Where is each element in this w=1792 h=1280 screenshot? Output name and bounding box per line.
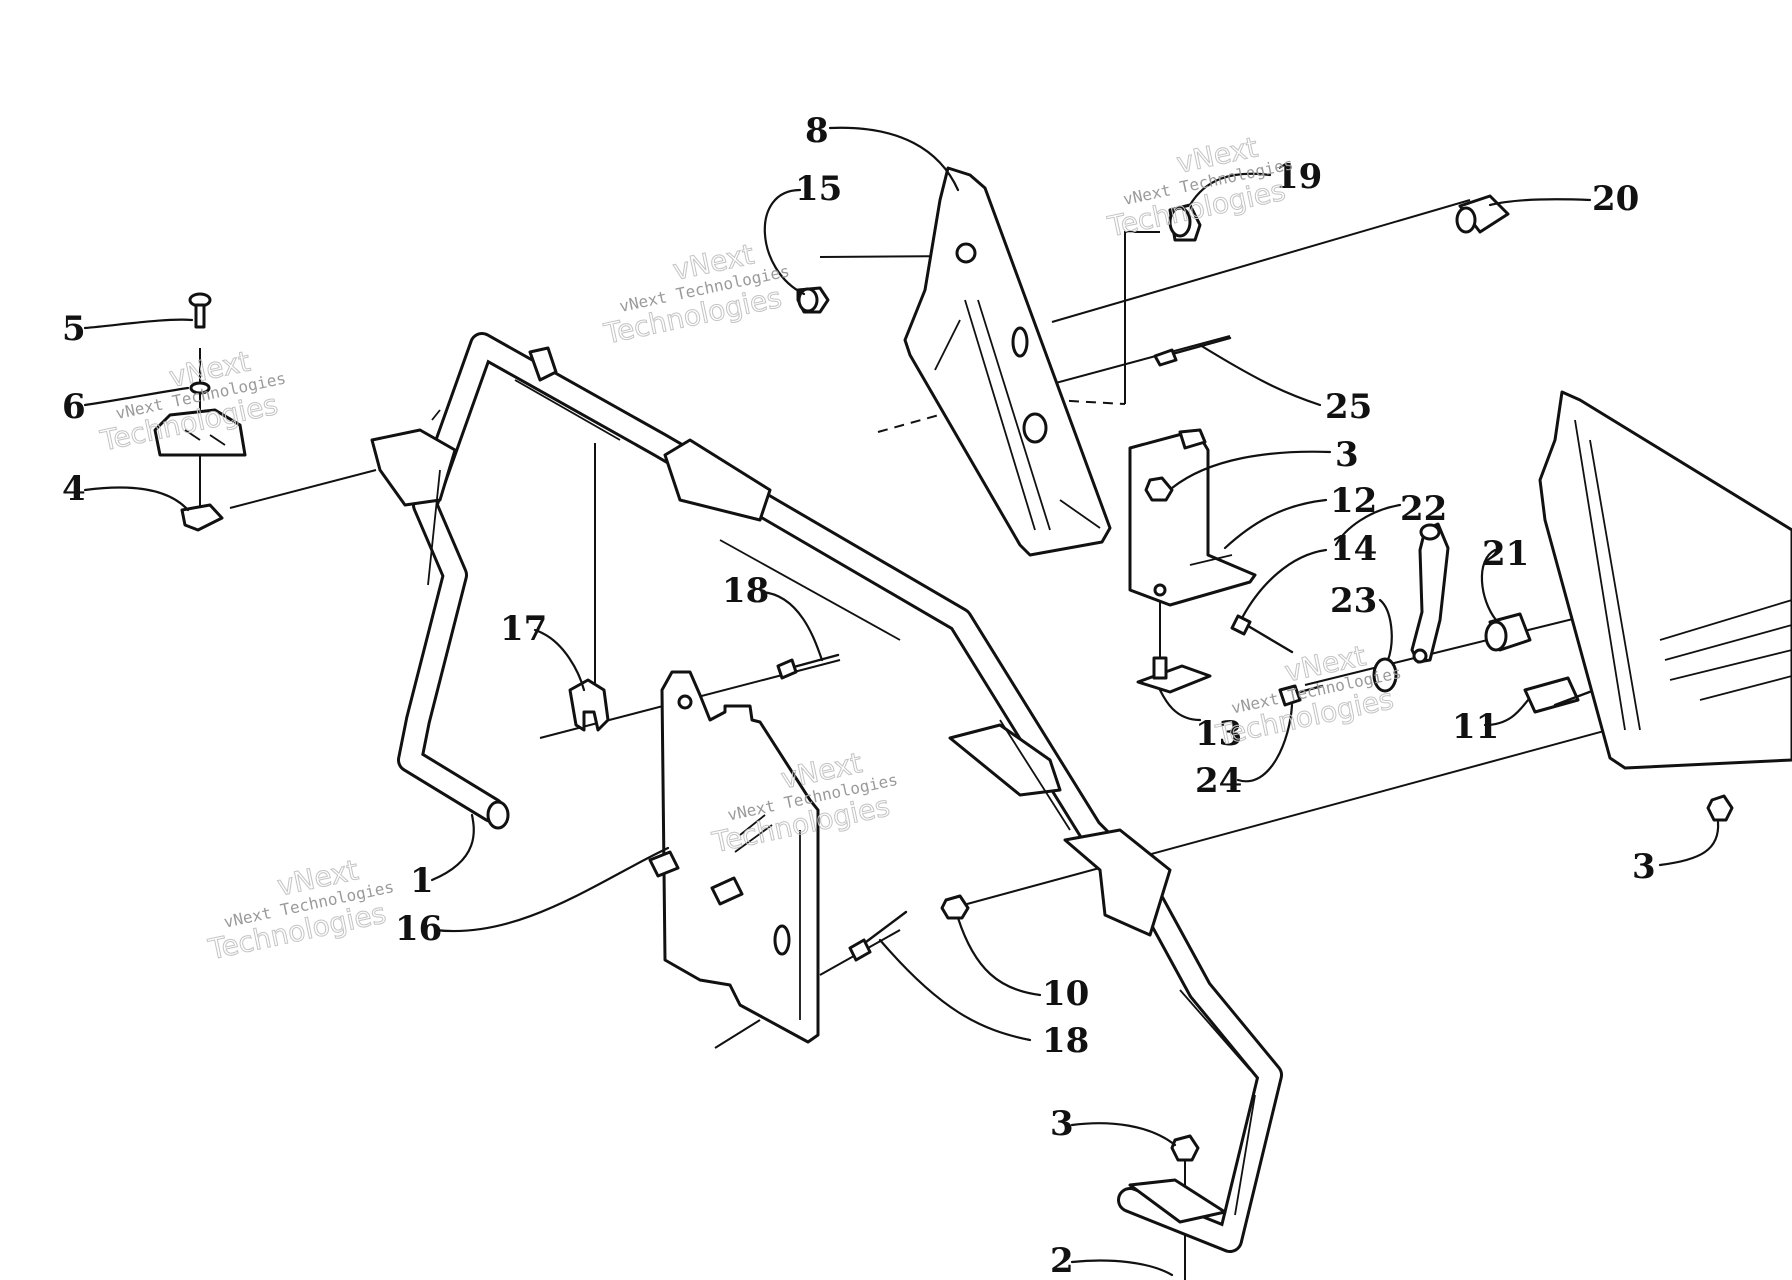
callout-4: 4 — [62, 469, 86, 509]
bushing-21 — [1484, 612, 1532, 652]
nut-3-lower — [1170, 1134, 1200, 1162]
callout-23: 23 — [1330, 581, 1377, 621]
callout-12: 12 — [1330, 481, 1377, 521]
callout-3-upper: 3 — [1335, 435, 1359, 475]
callout-10: 10 — [1042, 974, 1089, 1014]
pad-4 — [153, 408, 247, 532]
callout-18-lower: 18 — [1042, 1021, 1089, 1061]
panel-8 — [903, 166, 1112, 557]
right-panel — [1538, 390, 1792, 822]
callout-14: 14 — [1330, 529, 1377, 569]
watermark: vNext vNext Technologies Technologies vN… — [96, 130, 1403, 967]
watermark-tile: vNext vNext Technologies Technologies — [205, 853, 396, 967]
callout-16: 16 — [395, 909, 442, 949]
callout-18-upper: 18 — [722, 571, 769, 611]
rivet-18-upper — [776, 653, 840, 680]
callout-20: 20 — [1592, 179, 1639, 219]
callout-3-lower: 3 — [1050, 1104, 1074, 1144]
callout-19: 19 — [1275, 157, 1322, 197]
callout-15: 15 — [795, 169, 842, 209]
washer-6 — [189, 381, 211, 395]
callout-labels: 5 6 4 8 15 19 20 25 3 12 14 22 21 23 13 … — [62, 111, 1656, 1280]
callout-3-right: 3 — [1632, 847, 1656, 887]
callout-2: 2 — [1050, 1241, 1074, 1280]
frame-tube — [370, 332, 1283, 1253]
watermark-tile: vNext vNext Technologies Technologies — [1212, 639, 1403, 753]
plate-16 — [648, 670, 820, 1044]
bushing-19 — [1168, 203, 1202, 242]
pin-14 — [1230, 614, 1294, 654]
bushing-20 — [1455, 194, 1510, 234]
bolt-5 — [188, 292, 212, 329]
callout-21: 21 — [1482, 534, 1529, 574]
plate-13 — [1136, 656, 1212, 694]
callout-6: 6 — [62, 387, 86, 427]
link-22 — [1410, 522, 1450, 664]
washer-23 — [1372, 657, 1398, 693]
callout-8: 8 — [805, 111, 829, 151]
callout-13: 13 — [1195, 714, 1242, 754]
callout-25: 25 — [1325, 387, 1372, 427]
bracket-12 — [1128, 428, 1257, 607]
clip-17 — [568, 678, 610, 732]
callout-11: 11 — [1452, 707, 1499, 747]
callout-5: 5 — [62, 309, 86, 349]
nut-10 — [940, 894, 970, 920]
callout-17: 17 — [500, 609, 547, 649]
bolt-24 — [1278, 684, 1324, 707]
knob-15 — [796, 286, 830, 314]
callout-24: 24 — [1195, 761, 1242, 801]
callout-1: 1 — [410, 861, 434, 901]
rivet-18-lower — [848, 910, 908, 962]
callout-22: 22 — [1400, 489, 1447, 529]
pin-25 — [1153, 336, 1232, 367]
leader-lines — [83, 126, 1720, 1277]
